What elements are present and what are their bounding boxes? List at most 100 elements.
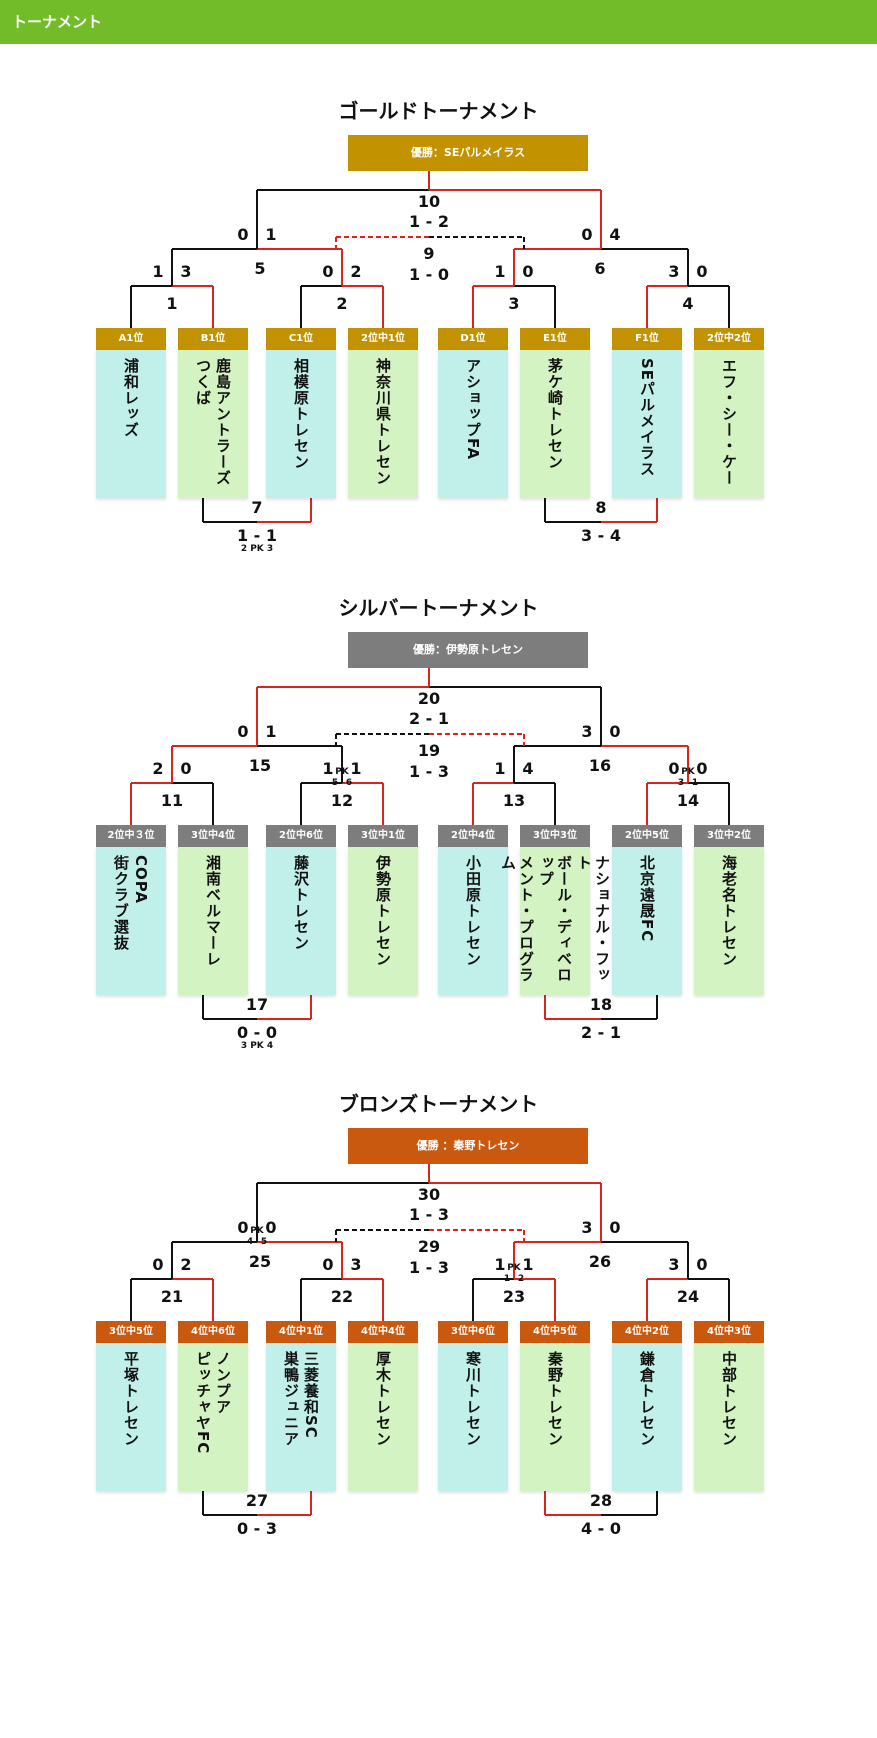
team-seed: 3位中2位: [694, 825, 764, 847]
match-number: 16: [588, 756, 612, 775]
match-number: 6: [594, 259, 606, 278]
match-score-left: 0: [322, 1255, 334, 1274]
team-name: 北京遠晟FC: [638, 855, 656, 943]
team-name: 三菱養和SC: [302, 1351, 320, 1439]
final-number: 10: [417, 192, 441, 211]
match-score-right: 0: [609, 722, 621, 741]
bracket-lines: [130, 1164, 730, 1516]
champion-banner: 優勝：伊勢原トレセン: [348, 632, 588, 668]
team-name-box: 神奈川県トレセン: [348, 350, 418, 498]
champion-banner: 優勝：SEパルメイラス: [348, 135, 588, 171]
team-name-box: 伊勢原トレセン: [348, 847, 418, 995]
team-card: 4位中4位厚木トレセン: [348, 1321, 418, 1491]
team-name: 浦和レッズ: [122, 358, 140, 438]
team-seed: 3位中6位: [438, 1321, 508, 1343]
team-name: COPA: [132, 855, 150, 904]
match-score-right: 3: [350, 1255, 362, 1274]
team-name: 藤沢トレセン: [292, 855, 310, 951]
pk-label: PK: [681, 767, 695, 777]
team-seed: 4位中6位: [178, 1321, 248, 1343]
team-name-box: ノンプアピッチャヤFC: [178, 1343, 248, 1491]
match-score-left: 3: [581, 1218, 593, 1237]
match-score-left: 0: [581, 225, 593, 244]
team-seed: 3位中5位: [96, 1321, 166, 1343]
team-name: SEパルメイラス: [638, 358, 656, 478]
team-seed: A1位: [96, 328, 166, 350]
consolation-number: 7: [251, 498, 263, 517]
team-name: 寒川トレセン: [464, 1351, 482, 1447]
third-place-number: 9: [423, 244, 435, 263]
team-card: B1位鹿島アントラーズつくば: [178, 328, 248, 498]
match-number: 4: [682, 294, 694, 313]
tournament-title: ゴールドトーナメント: [338, 99, 539, 123]
team-name: ピッチャヤFC: [194, 1351, 212, 1455]
match-score-left: 3: [581, 722, 593, 741]
match-score-left: 2: [152, 759, 164, 778]
team-card: 4位中6位ノンプアピッチャヤFC: [178, 1321, 248, 1491]
team-name: 伊勢原トレセン: [374, 855, 392, 967]
team-seed: 2位中３位: [96, 825, 166, 847]
match-score-right: 0: [522, 262, 534, 281]
team-seed: 2位中4位: [438, 825, 508, 847]
team-name-box: 北京遠晟FC: [612, 847, 682, 995]
match-score-left: 0: [668, 759, 680, 778]
match-score-left: 0: [322, 262, 334, 281]
page-header: トーナメント: [0, 0, 877, 44]
match-score-right: 4: [522, 759, 534, 778]
match-score-left: 0: [237, 225, 249, 244]
team-seed: 3位中4位: [178, 825, 248, 847]
match-number: 23: [502, 1287, 526, 1306]
third-place-number: 19: [417, 741, 441, 760]
team-card: 3位中1位伊勢原トレセン: [348, 825, 418, 995]
team-name-box: 海老名トレセン: [694, 847, 764, 995]
consolation-number: 17: [245, 995, 269, 1014]
team-seed: 4位中1位: [266, 1321, 336, 1343]
match-number: 26: [588, 1252, 612, 1271]
team-name: 中部トレセン: [720, 1351, 738, 1447]
third-place-number: 29: [417, 1237, 441, 1256]
team-name: ボール・ディベロップ: [537, 855, 573, 983]
match-number: 1: [166, 294, 178, 313]
match-score-right: 0: [696, 759, 708, 778]
pk-score-right: 5: [260, 1237, 268, 1247]
match-score-right: 1: [522, 1255, 534, 1274]
team-name: アショップFA: [464, 358, 482, 461]
consolation-score: 4 - 0: [580, 1519, 622, 1538]
consolation-score: 1 - 1: [236, 526, 278, 545]
team-name-box: 鹿島アントラーズつくば: [178, 350, 248, 498]
team-name: 小田原トレセン: [464, 855, 482, 967]
team-card: 4位中5位秦野トレセン: [520, 1321, 590, 1491]
consolation-score: 3 - 4: [580, 526, 622, 545]
third-place-score: 1 - 0: [408, 265, 450, 284]
team-seed: 2位中1位: [348, 328, 418, 350]
consolation-number: 27: [245, 1491, 269, 1510]
match-score-left: 1: [322, 759, 334, 778]
match-number: 2: [336, 294, 348, 313]
team-name: 秦野トレセン: [546, 1351, 564, 1447]
match-number: 12: [330, 791, 354, 810]
match-number: 25: [248, 1252, 272, 1271]
team-name: ナショナル・フット: [575, 855, 611, 983]
consolation-score: 0 - 0: [236, 1023, 278, 1042]
final-number: 20: [417, 689, 441, 708]
match-score-left: 0: [237, 722, 249, 741]
pk-score-left: 3: [677, 778, 685, 788]
team-seed: 2位中5位: [612, 825, 682, 847]
match-score-left: 1: [494, 759, 506, 778]
match-score-right: 2: [180, 1255, 192, 1274]
team-card: 2位中1位神奈川県トレセン: [348, 328, 418, 498]
match-score-left: 1: [494, 1255, 506, 1274]
match-score-left: 3: [668, 1255, 680, 1274]
match-score-right: 0: [696, 1255, 708, 1274]
consolation-score: 2 - 1: [580, 1023, 622, 1042]
team-seed: 4位中5位: [520, 1321, 590, 1343]
bracket-lines: [130, 668, 730, 1020]
team-name: 神奈川県トレセン: [374, 358, 392, 486]
final-number: 30: [417, 1185, 441, 1204]
match-number: 24: [676, 1287, 700, 1306]
consolation-number: 28: [589, 1491, 613, 1510]
third-place-score: 1 - 3: [408, 1258, 450, 1277]
